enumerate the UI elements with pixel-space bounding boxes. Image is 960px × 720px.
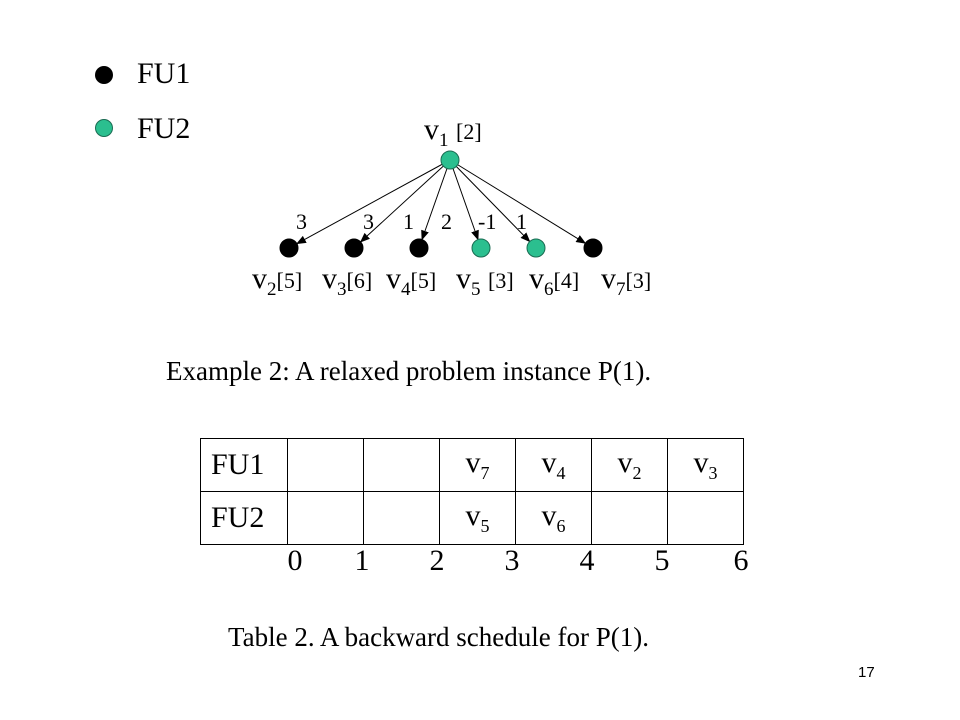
node-v5 bbox=[471, 238, 491, 258]
table-row-fu2: FU2 v5 v6 bbox=[200, 491, 744, 545]
edge-weight-v3: 3 bbox=[363, 209, 374, 234]
task-graph bbox=[279, 150, 603, 258]
node-v7 bbox=[583, 238, 603, 258]
edge-v1-v3 bbox=[359, 159, 451, 243]
page-number: 17 bbox=[858, 664, 875, 681]
edge-v1-v7 bbox=[449, 159, 587, 244]
edge-v1-v6 bbox=[449, 159, 531, 243]
node-v2 bbox=[279, 238, 299, 258]
table-cell bbox=[363, 491, 440, 545]
table-row-fu1: FU1 v7 v4 v2 v3 bbox=[200, 438, 744, 492]
edge-v1-v2 bbox=[296, 159, 451, 245]
fu1-legend-dot bbox=[95, 66, 113, 84]
fu1-legend-label: FU1 bbox=[137, 57, 191, 90]
table-cell: v6 bbox=[515, 491, 592, 545]
node-label-v7: v7[3] bbox=[601, 262, 652, 300]
row-label-fu2: FU2 bbox=[200, 491, 288, 545]
edge-weight-v5: 2 bbox=[441, 209, 452, 234]
root-node-label: v1 [2] bbox=[424, 113, 482, 151]
edge-weight-v4: 1 bbox=[403, 209, 414, 234]
schedule-table: FU1 v7 v4 v2 v3 FU2 v5 v6 bbox=[200, 438, 744, 545]
node-v1 bbox=[440, 150, 460, 170]
edge-weight-v7: 1 bbox=[516, 209, 527, 234]
time-tick-4: 4 bbox=[579, 544, 595, 577]
fu2-legend-label: FU2 bbox=[137, 112, 191, 145]
table-cell: v5 bbox=[439, 491, 516, 545]
table-caption: Table 2. A backward schedule for P(1). bbox=[228, 622, 649, 652]
node-v4 bbox=[409, 238, 429, 258]
time-tick-1: 1 bbox=[354, 544, 370, 577]
table-cell: v2 bbox=[591, 438, 668, 492]
table-cell bbox=[591, 491, 668, 545]
node-label-v5: v5 [3] bbox=[456, 262, 514, 300]
edge-weight-v6: -1 bbox=[478, 209, 497, 234]
node-v6 bbox=[526, 238, 546, 258]
time-tick-6: 6 bbox=[733, 544, 749, 577]
edge-v1-v4 bbox=[421, 159, 451, 241]
time-tick-0: 0 bbox=[287, 544, 303, 577]
example-caption: Example 2: A relaxed problem instance P(… bbox=[166, 356, 652, 386]
time-tick-5: 5 bbox=[654, 544, 670, 577]
table-cell bbox=[287, 438, 364, 492]
table-cell: v3 bbox=[667, 438, 744, 492]
time-tick-3: 3 bbox=[504, 544, 520, 577]
edge-v1-v5 bbox=[449, 159, 479, 241]
table-cell: v7 bbox=[439, 438, 516, 492]
edge-weight-v2: 3 bbox=[296, 209, 307, 234]
node-label-v3: v3[6] bbox=[322, 262, 373, 300]
table-cell bbox=[287, 491, 364, 545]
time-tick-2: 2 bbox=[429, 544, 445, 577]
node-label-v6: v6[4] bbox=[529, 262, 580, 300]
node-v3 bbox=[344, 238, 364, 258]
row-label-fu1: FU1 bbox=[200, 438, 288, 492]
node-label-v2: v2[5] bbox=[252, 262, 303, 300]
node-label-v4: v4[5] bbox=[386, 262, 437, 300]
table-cell bbox=[363, 438, 440, 492]
fu2-legend-dot bbox=[95, 119, 113, 137]
table-cell: v4 bbox=[515, 438, 592, 492]
table-cell bbox=[667, 491, 744, 545]
